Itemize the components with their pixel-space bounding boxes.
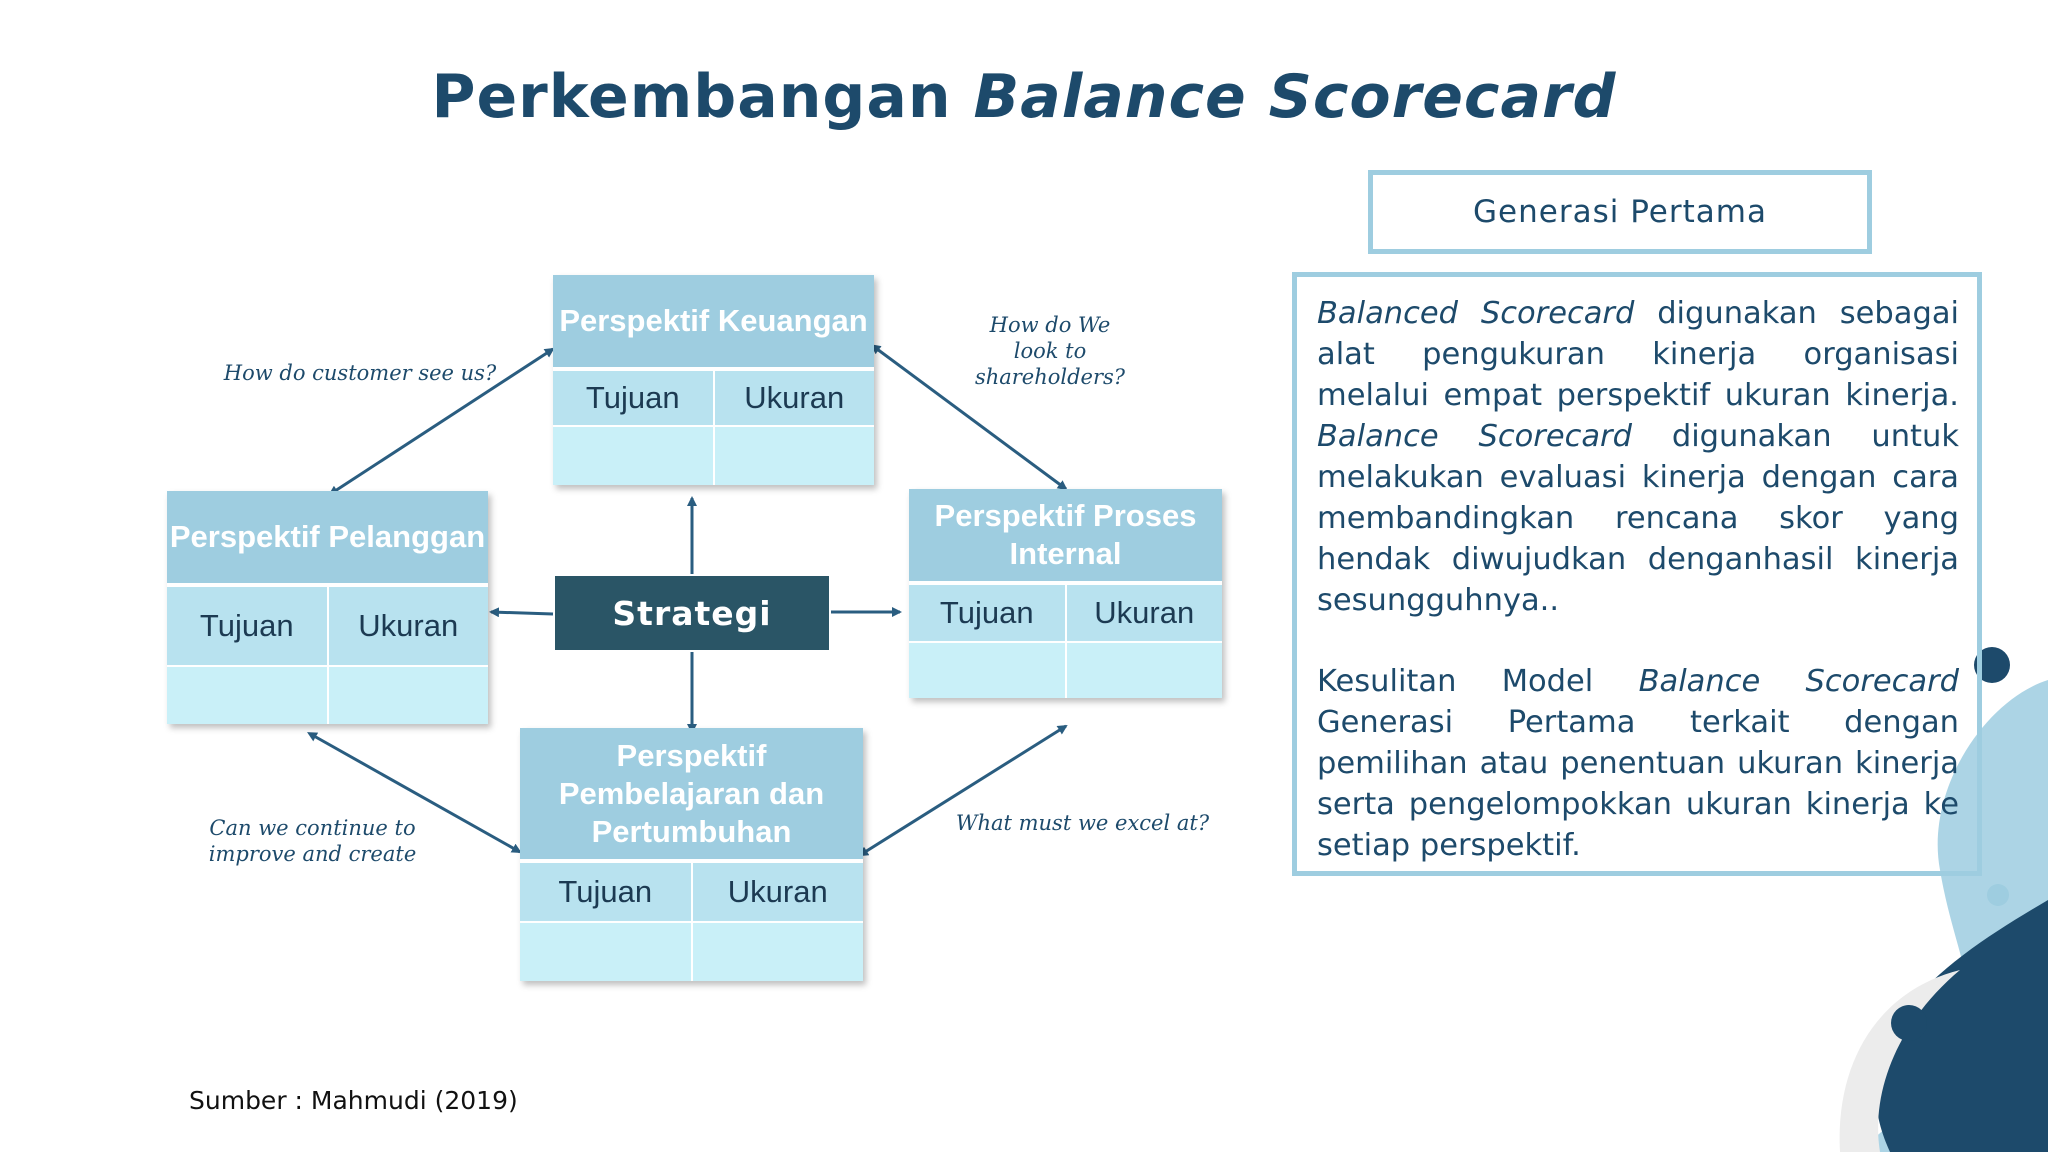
box-pelanggan-tujuan: Tujuan xyxy=(167,587,329,667)
box-pelanggan-ukuran: Ukuran xyxy=(328,587,488,667)
arrow-shareholders xyxy=(870,344,1068,491)
description-panel: Balanced Scorecard digunakan sebagai ala… xyxy=(1292,272,1982,876)
page-title: Perkembangan Balance Scorecard xyxy=(0,62,2048,132)
box-internal-empty-1 xyxy=(909,643,1067,698)
question-shareholders: How do We look to shareholders? xyxy=(974,313,1126,389)
title-italic: Balance Scorecard xyxy=(973,62,1617,132)
box-pembelajaran-header: Perspektif Pembelajaran dan Pertumbuhan xyxy=(520,728,863,863)
box-internal-tujuan: Tujuan xyxy=(909,585,1067,643)
question-improve: Can we continue to improve and create xyxy=(208,816,417,866)
arrow-customer xyxy=(328,347,555,496)
description-paragraph-1: Balanced Scorecard digunakan sebagai ala… xyxy=(1317,293,1959,621)
box-keuangan-empty-1 xyxy=(553,427,715,485)
arrow-improve xyxy=(307,732,522,854)
generation-heading: Generasi Pertama xyxy=(1368,170,1872,254)
p2-segment: Generasi Pertama terkait dengan pemiliha… xyxy=(1317,705,1959,863)
box-pelanggan-header: Perspektif Pelanggan xyxy=(167,491,488,587)
arrow-excel xyxy=(858,724,1068,857)
p1-segment: digunakan untuk melakukan evaluasi kiner… xyxy=(1317,419,1959,618)
box-pelanggan-empty-2 xyxy=(328,667,488,724)
box-pelanggan: Perspektif Pelanggan Tujuan Ukuran xyxy=(167,491,488,724)
box-pembelajaran-tujuan: Tujuan xyxy=(520,863,693,923)
box-internal: Perspektif Proses Internal Tujuan Ukuran xyxy=(909,489,1222,698)
box-internal-ukuran: Ukuran xyxy=(1066,585,1222,643)
p1-segment: digunakan sebagai alat pengukuran kinerj… xyxy=(1317,296,1959,413)
box-pembelajaran-empty-2 xyxy=(692,923,863,981)
box-keuangan-ukuran: Ukuran xyxy=(714,371,874,427)
p2-segment: Kesulitan Model xyxy=(1317,664,1639,699)
description-paragraph-2: Kesulitan Model Balance Scorecard Genera… xyxy=(1317,661,1959,866)
box-keuangan: Perspektif Keuangan Tujuan Ukuran xyxy=(553,275,874,485)
arrow-strat-left xyxy=(489,607,554,618)
question-customer: How do customer see us? xyxy=(223,361,497,385)
box-keuangan-header: Perspektif Keuangan xyxy=(553,275,874,371)
box-internal-header: Perspektif Proses Internal xyxy=(909,489,1222,585)
strategy-box: Strategi xyxy=(555,576,829,650)
box-internal-empty-2 xyxy=(1066,643,1222,698)
box-keuangan-tujuan: Tujuan xyxy=(553,371,715,427)
source-citation: Sumber : Mahmudi (2019) xyxy=(189,1086,518,1115)
box-pembelajaran-empty-1 xyxy=(520,923,693,981)
box-keuangan-empty-2 xyxy=(714,427,874,485)
box-pembelajaran: Perspektif Pembelajaran dan Pertumbuhan … xyxy=(520,728,863,981)
p2-segment: Balance Scorecard xyxy=(1638,664,1959,699)
p1-segment: Balanced Scorecard xyxy=(1317,296,1635,331)
box-pembelajaran-ukuran: Ukuran xyxy=(692,863,863,923)
box-pelanggan-empty-1 xyxy=(167,667,329,724)
question-excel: What must we excel at? xyxy=(955,811,1210,835)
p1-segment: Balance Scorecard xyxy=(1317,419,1632,454)
title-main: Perkembangan xyxy=(431,62,952,132)
